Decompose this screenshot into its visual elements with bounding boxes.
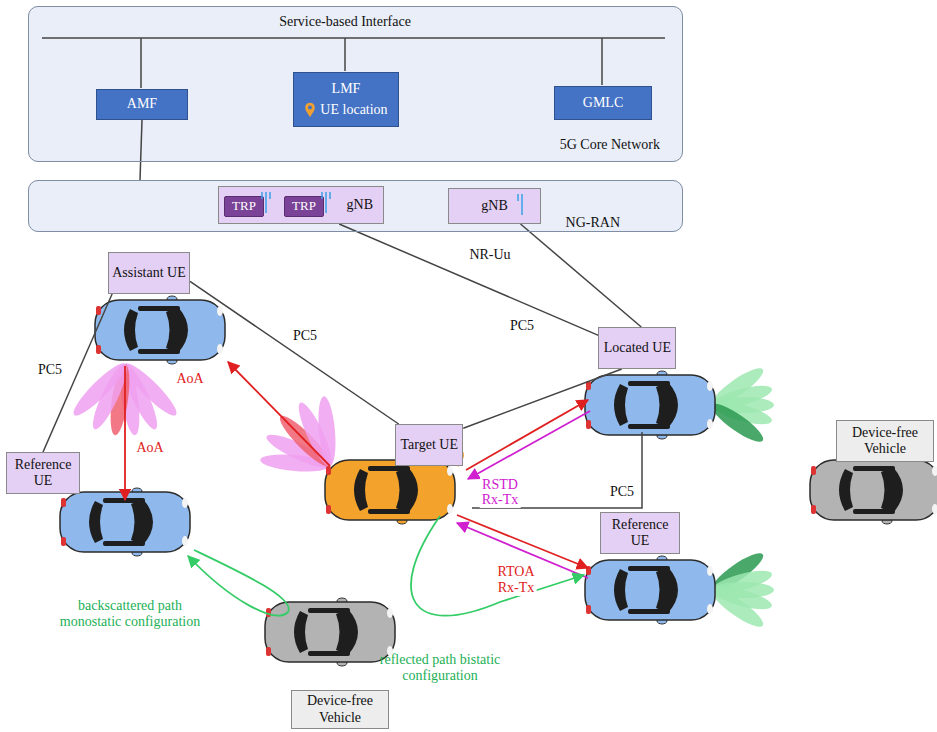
node-content: Device-free Vehicle	[837, 421, 933, 461]
trp-box: TRP	[284, 196, 324, 217]
node-content: TRP	[225, 197, 263, 216]
link-line	[339, 224, 598, 335]
interface-label: PC5	[36, 362, 64, 378]
node-text: Assistant UE	[112, 265, 186, 281]
node-text: Target UE	[401, 437, 458, 453]
entity-box: Reference UE	[600, 512, 680, 554]
link-line	[190, 281, 399, 424]
entity-box: Assistant UE	[108, 252, 190, 294]
measurement-arrows	[125, 362, 590, 578]
node-content: Target UE	[396, 425, 462, 465]
path-label: reflected path bistatic configuration	[370, 652, 510, 684]
core-network-fill	[28, 6, 683, 162]
node-text: Device-free Vehicle	[292, 693, 388, 725]
interface-label: PC5	[508, 318, 536, 334]
entity-box: gNB	[448, 188, 541, 224]
node-content: gNB	[449, 189, 540, 223]
node-text: 5G Core Network	[560, 137, 660, 153]
entity-box: Target UE	[395, 424, 463, 466]
antenna-icons	[262, 192, 522, 215]
entity-box: Device-free Vehicle	[836, 420, 934, 462]
measurement-label: AoA	[174, 371, 205, 387]
path-label: backscattered path monostatic configurat…	[50, 598, 210, 630]
node-content: AMF	[97, 90, 187, 119]
location-pin	[304, 102, 316, 118]
measurement-label: AoA	[134, 440, 165, 456]
ng-ran-fill	[28, 180, 683, 232]
node-content: Located UE	[599, 328, 675, 368]
node-text: gNB	[481, 198, 507, 214]
node-text: GMLC	[583, 95, 623, 111]
node-text: Located UE	[604, 340, 671, 356]
pc5-sidelink	[472, 432, 642, 508]
entity-box: AMF	[96, 89, 188, 120]
link-line	[463, 369, 622, 428]
region-band: NG-RAN gNB TRP TRP gNB	[28, 180, 683, 232]
link-line	[140, 120, 142, 180]
measurement-label: Rx-Tx	[480, 492, 521, 508]
entity-box: gNB TRP TRP	[218, 186, 384, 224]
measurement-label: RTOA	[495, 564, 536, 580]
interface-label: NR-Uu	[467, 247, 512, 263]
node-text: gNB	[347, 197, 373, 213]
sensing-paths	[188, 516, 584, 616]
node-text: Device-free Vehicle	[837, 425, 933, 457]
node-text: LMF	[332, 81, 361, 97]
entity-box: Device-free Vehicle	[291, 690, 389, 729]
node-text: Reference UE	[601, 517, 679, 549]
node-content: Reference UE	[601, 513, 679, 553]
node-content: Assistant UE	[109, 253, 189, 293]
entity-box: GMLC	[554, 86, 652, 120]
node-text: UE location	[320, 102, 387, 118]
bus-label: Service-based Interface	[276, 14, 414, 30]
node-text: Reference UE	[7, 457, 79, 489]
location-row: UE location	[304, 102, 387, 118]
node-text: NG-RAN	[566, 215, 620, 231]
node-content: LMF UE location	[294, 73, 398, 126]
node-text: AMF	[127, 96, 157, 112]
node-content: Device-free Vehicle	[292, 691, 388, 728]
node-content: TRP	[285, 197, 323, 216]
entity-box: Located UE	[598, 327, 676, 369]
node-text: TRP	[292, 199, 316, 214]
node-content: GMLC	[555, 87, 651, 119]
measurement-label: Rx-Tx	[496, 580, 537, 596]
entity-box: LMF UE location	[293, 72, 399, 127]
trp-box: TRP	[224, 196, 264, 217]
entity-box: Reference UE	[6, 452, 80, 494]
interface-label: PC5	[608, 484, 636, 500]
vehicles	[60, 296, 937, 666]
node-text: TRP	[232, 199, 256, 214]
interface-label: PC5	[291, 328, 319, 344]
measurement-label: RSTD	[480, 477, 520, 493]
node-content: Reference UE	[7, 453, 79, 493]
link-line	[521, 224, 642, 327]
